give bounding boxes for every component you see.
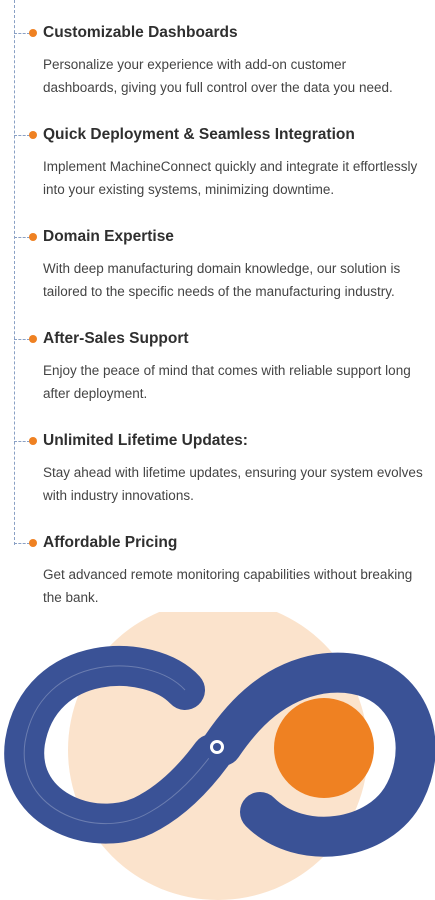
feature-description: Stay ahead with lifetime updates, ensuri… (43, 465, 423, 503)
feature-title: Affordable Pricing (43, 534, 178, 551)
orange-dot-icon (29, 233, 37, 241)
infinity-logo-icon (4, 612, 435, 900)
timeline-line (14, 0, 15, 545)
feature-title: Unlimited Lifetime Updates: (43, 432, 248, 449)
feature-title: Domain Expertise (43, 228, 174, 245)
orange-dot-icon (29, 335, 37, 343)
feature-description: Implement MachineConnect quickly and int… (43, 159, 418, 197)
feature-description: Personalize your experience with add-on … (43, 57, 393, 95)
feature-description: Get advanced remote monitoring capabilit… (43, 567, 413, 605)
logo-right-loop (202, 652, 435, 857)
feature-title: Customizable Dashboards (43, 24, 238, 41)
feature-title: After-Sales Support (43, 330, 189, 347)
timeline-connector (14, 441, 30, 442)
timeline-connector (14, 135, 30, 136)
orange-dot-icon (29, 539, 37, 547)
logo-left-loop (4, 646, 232, 844)
orange-dot-icon (29, 131, 37, 139)
timeline-connector (14, 33, 30, 34)
orange-dot-icon (29, 437, 37, 445)
orange-circle (274, 698, 374, 798)
feature-description: Enjoy the peace of mind that comes with … (43, 363, 411, 401)
center-node-core (213, 743, 221, 751)
feature-title: Quick Deployment & Seamless Integration (43, 126, 355, 143)
timeline-connector (14, 339, 30, 340)
timeline-connector (14, 237, 30, 238)
logo-inner-line (23, 665, 213, 825)
feature-description: With deep manufacturing domain knowledge… (43, 261, 401, 299)
orange-dot-icon (29, 29, 37, 37)
timeline-connector (14, 543, 30, 544)
